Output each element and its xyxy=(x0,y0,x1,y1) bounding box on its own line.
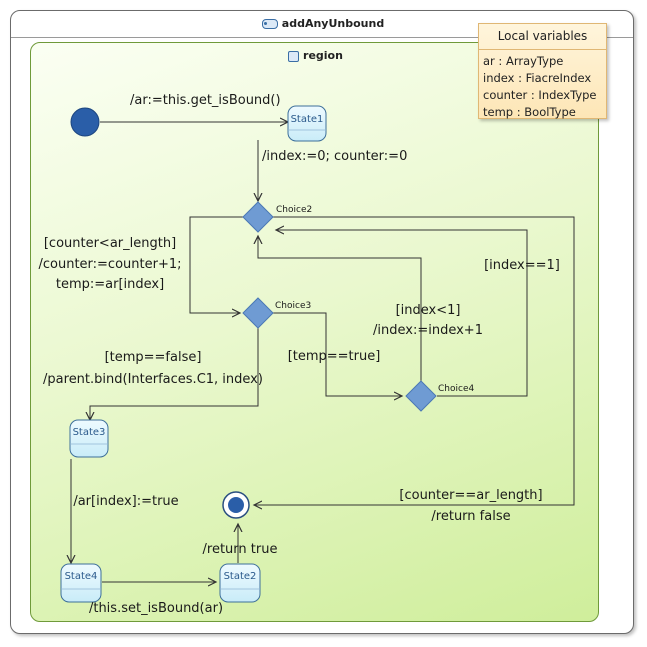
local-variable-item: counter : IndexType xyxy=(483,88,597,102)
label-state1-to-choice2: /index:=0; counter:=0 xyxy=(262,149,407,164)
label-state4-to-state2: /this.set_isBound(ar) xyxy=(89,601,223,616)
state2-label: State2 xyxy=(224,571,257,582)
local-variables-title: Local variables xyxy=(497,29,588,43)
state3-node[interactable]: State3 xyxy=(69,419,109,458)
label-choice4-eq-guard: [index==1] xyxy=(484,258,560,273)
state-machine-icon xyxy=(261,19,278,29)
edge-choice2-to-choice3 xyxy=(189,216,244,313)
label-choice4-lt-guard: [index<1] xyxy=(396,303,461,318)
edge-choice3-to-state3 xyxy=(90,328,259,420)
label-choice3-to-choice4: [temp==true] xyxy=(288,349,381,364)
initial-node[interactable] xyxy=(70,107,100,137)
machine-title-bar: addAnyUnbound xyxy=(11,17,635,30)
choice4-label: Choice4 xyxy=(438,384,474,394)
label-choice2-to-final-action: /return false xyxy=(431,509,510,524)
choice2-node[interactable] xyxy=(242,201,274,233)
state4-label: State4 xyxy=(65,571,98,582)
local-variables-panel: Local variables ar : ArrayType index : F… xyxy=(478,23,607,119)
local-variables-list: ar : ArrayType index : FiacreIndex count… xyxy=(483,53,597,121)
local-variable-item: index : FiacreIndex xyxy=(483,71,592,85)
region-title-bar: region xyxy=(31,49,600,62)
edge-choice4-to-choice2-eq xyxy=(276,230,528,397)
final-node[interactable] xyxy=(222,491,250,519)
state1-node[interactable]: State1 xyxy=(287,105,327,142)
choice3-node[interactable] xyxy=(242,297,274,329)
label-state2-to-final: /return true xyxy=(203,542,278,557)
label-choice2-to-final-guard: [counter==ar_length] xyxy=(399,488,542,503)
edge-choice2-to-final xyxy=(254,216,575,505)
state4-node[interactable]: State4 xyxy=(60,563,102,603)
label-choice2-to-choice3-action1: /counter:=counter+1; xyxy=(38,257,181,272)
choice3-label: Choice3 xyxy=(275,301,311,311)
label-choice2-to-choice3-action2: temp:=ar[index] xyxy=(56,277,164,292)
state2-node[interactable]: State2 xyxy=(219,563,261,603)
label-init-to-state1: /ar:=this.get_isBound() xyxy=(130,93,281,108)
edge-choice3-to-choice4 xyxy=(273,312,402,396)
label-choice3-to-state3-action: /parent.bind(Interfaces.C1, index) xyxy=(43,372,263,387)
title-divider xyxy=(11,37,633,38)
state1-label: State1 xyxy=(291,114,324,125)
label-state3-to-state4: /ar[index]:=true xyxy=(73,494,178,509)
local-variable-item: temp : BoolType xyxy=(483,105,576,119)
label-choice2-to-choice3-guard: [counter<ar_length] xyxy=(44,236,176,251)
local-variables-divider xyxy=(479,49,606,50)
label-choice3-to-state3-guard: [temp==false] xyxy=(105,350,202,365)
choice4-node[interactable] xyxy=(405,380,437,412)
region-icon xyxy=(288,50,300,62)
region-title: region xyxy=(303,49,343,62)
local-variable-item: ar : ArrayType xyxy=(483,54,564,68)
machine-title: addAnyUnbound xyxy=(281,17,385,30)
edge-choice4-to-choice2-lt xyxy=(258,236,422,381)
choice2-label: Choice2 xyxy=(276,205,312,215)
state3-label: State3 xyxy=(73,427,106,438)
label-choice4-lt-action: /index:=index+1 xyxy=(373,323,483,338)
